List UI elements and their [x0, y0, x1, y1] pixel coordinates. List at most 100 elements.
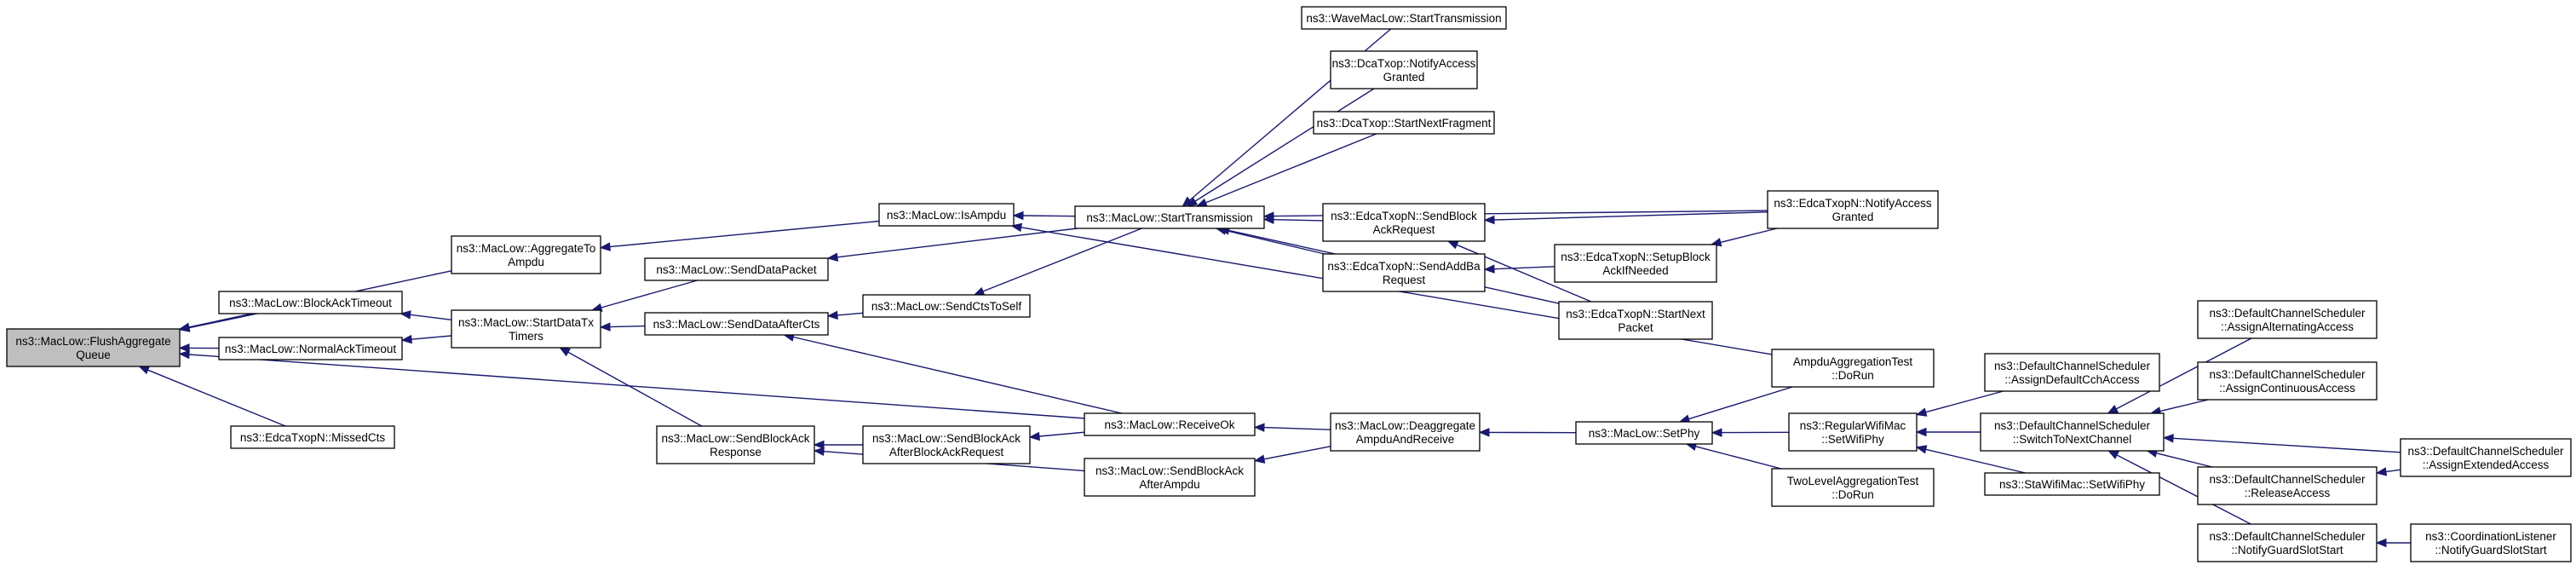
graph-node-receiveOk[interactable]: ns3::MacLow::ReceiveOk: [1084, 412, 1256, 436]
graph-node-assignAlternating[interactable]: ns3::DefaultChannelScheduler::AssignAlte…: [2197, 300, 2378, 339]
graph-node-dcaNextFrag[interactable]: ns3::DcaTxop::StartNextFragment: [1313, 111, 1495, 135]
edge-arrowhead: [813, 440, 825, 450]
node-label-line: ns3::MacLow::StartDataTx: [458, 316, 594, 329]
node-box: [1301, 6, 1507, 30]
edge-line: [1925, 448, 2026, 474]
graph-node-blockAckTimeout[interactable]: ns3::MacLow::BlockAckTimeout: [218, 291, 403, 314]
edge-flush-blockAckTimeout: [178, 313, 258, 332]
node-label-line: Packet: [1618, 321, 1653, 334]
edge-sendDataAfterCts-receiveOk: [783, 332, 1123, 414]
graph-node-sendDataPacket[interactable]: ns3::MacLow::SendDataPacket: [644, 257, 829, 281]
graph-node-releaseAccess[interactable]: ns3::DefaultChannelScheduler::ReleaseAcc…: [2197, 466, 2378, 505]
edge-line: [1273, 219, 1324, 222]
edge-sendCtsToSelf-startTransmission: [973, 228, 1142, 296]
graph-node-switchToNext[interactable]: ns3::DefaultChannelScheduler::SwitchToNe…: [1980, 412, 2165, 452]
edge-line: [837, 228, 1078, 258]
edge-line: [609, 325, 646, 328]
node-box: [1084, 458, 1256, 497]
edge-line: [411, 335, 452, 340]
graph-node-assignDefaultCch[interactable]: ns3::DefaultChannelScheduler::AssignDefa…: [1984, 353, 2160, 392]
node-label-line: AfterAmpdu: [1139, 478, 1199, 491]
edge-arrowhead: [400, 334, 412, 344]
graph-node-ampduTest[interactable]: AmpduAggregationTest::DoRun: [1771, 349, 1935, 388]
edge-aggregateTo-isAmpdu: [599, 220, 880, 251]
node-label-line: AckIfNeeded: [1602, 264, 1668, 277]
edge-arrowhead: [1182, 196, 1193, 207]
graph-node-normalAckTimeout[interactable]: ns3::MacLow::NormalAckTimeout: [218, 337, 403, 360]
edge-receiveOk-deaggregate: [1253, 423, 1331, 432]
graph-node-startTransmission[interactable]: ns3::MacLow::StartTransmission: [1074, 205, 1265, 229]
node-layer: ns3::MacLow::FlushAggregateQueuens3::Mac…: [6, 6, 2572, 562]
edge-line: [601, 280, 698, 308]
graph-node-waveStart[interactable]: ns3::WaveMacLow::StartTransmission: [1301, 6, 1507, 30]
edge-arrowhead: [1483, 215, 1495, 225]
edge-setPhy-twoLevelTest: [1685, 441, 1781, 470]
edge-arrowhead: [1253, 423, 1265, 432]
graph-node-twoLevelTest[interactable]: TwoLevelAggregationTest::DoRun: [1771, 468, 1935, 507]
graph-node-sendDataAfterCts[interactable]: ns3::MacLow::SendDataAfterCts: [644, 312, 829, 336]
edge-arrowhead: [1028, 431, 1040, 441]
graph-node-missedCts[interactable]: ns3::EdcaTxopN::MissedCts: [230, 425, 395, 449]
edge-startDataTx-sendDataAfterCts: [599, 322, 646, 332]
edge-arrowhead: [2107, 450, 2119, 459]
node-box: [1575, 421, 1713, 445]
graph-node-sendCtsToSelf[interactable]: ns3::MacLow::SendCtsToSelf: [862, 294, 1031, 318]
node-label-line: ns3::MacLow::StartTransmission: [1086, 211, 1252, 224]
graph-node-setPhy[interactable]: ns3::MacLow::SetPhy: [1575, 421, 1713, 445]
edge-line: [188, 313, 258, 329]
edge-arrowhead: [1010, 222, 1023, 233]
node-label-line: ns3::MacLow::SendBlockAck: [872, 432, 1021, 445]
edge-releaseAccess-assignExtended: [2375, 467, 2401, 476]
edge-arrowhead: [559, 347, 571, 357]
node-label-line: ns3::DcaTxop::NotifyAccess: [1332, 57, 1476, 70]
node-label-line: ::AssignAlternatingAccess: [2221, 320, 2354, 333]
node-box: [1330, 50, 1478, 89]
node-label-line: ns3::DefaultChannelScheduler: [1994, 360, 2151, 372]
edge-line: [410, 314, 452, 320]
edge-startTransmission-dcaNextFrag: [1195, 133, 1377, 207]
graph-node-staSetWifiPhy[interactable]: ns3::StaWifiMac::SetWifiPhy: [1984, 472, 2160, 496]
graph-node-isAmpdu[interactable]: ns3::MacLow::IsAmpdu: [878, 203, 1015, 227]
node-label-line: TwoLevelAggregationTest: [1787, 475, 1919, 487]
graph-node-assignContinuous[interactable]: ns3::DefaultChannelScheduler::AssignCont…: [2197, 361, 2378, 401]
node-box: [1984, 472, 2160, 496]
node-label-line: ns3::MacLow::ReceiveOk: [1104, 418, 1234, 431]
node-label-line: ns3::DefaultChannelScheduler: [2209, 530, 2366, 543]
node-box: [218, 337, 403, 360]
node-label-line: ::NotifyGuardSlotStart: [2435, 544, 2547, 556]
edge-arrowhead: [1483, 264, 1495, 274]
node-label-line: ns3::MacLow::SendBlockAck: [1095, 464, 1244, 477]
edge-switchToNext-assignContinuous: [2149, 399, 2209, 416]
node-box: [2400, 438, 2572, 477]
node-label-line: ns3::EdcaTxopN::MissedCts: [240, 431, 386, 444]
node-box: [644, 257, 829, 281]
graph-node-notifyGuardSlot[interactable]: ns3::DefaultChannelScheduler::NotifyGuar…: [2197, 523, 2378, 562]
graph-node-sendBlockAckAfterReq[interactable]: ns3::MacLow::SendBlockAckAfterBlockAckRe…: [862, 425, 1031, 464]
edge-arrowhead: [1186, 197, 1199, 207]
node-label-line: ns3::DcaTxop::StartNextFragment: [1317, 117, 1492, 130]
node-label-line: ns3::DefaultChannelScheduler: [2209, 368, 2366, 381]
node-box: [218, 291, 403, 314]
edge-line: [1493, 266, 1555, 270]
edge-regularSetWifiPhy-staSetWifiPhy: [1915, 445, 2026, 474]
graph-node-coordListener[interactable]: ns3::CoordinationListener::NotifyGuardSl…: [2410, 523, 2572, 562]
edge-edcaSendBlockAck-edcaNotify: [1483, 211, 1768, 225]
graph-node-regularSetWifiPhy[interactable]: ns3::RegularWifiMac::SetWifiPhy: [1788, 412, 1918, 452]
node-box: [1767, 190, 1939, 229]
edge-arrowhead: [2375, 538, 2387, 548]
node-box: [862, 425, 1031, 464]
graph-node-assignExtended[interactable]: ns3::DefaultChannelScheduler::AssignExte…: [2400, 438, 2572, 477]
edge-line: [2116, 454, 2251, 525]
